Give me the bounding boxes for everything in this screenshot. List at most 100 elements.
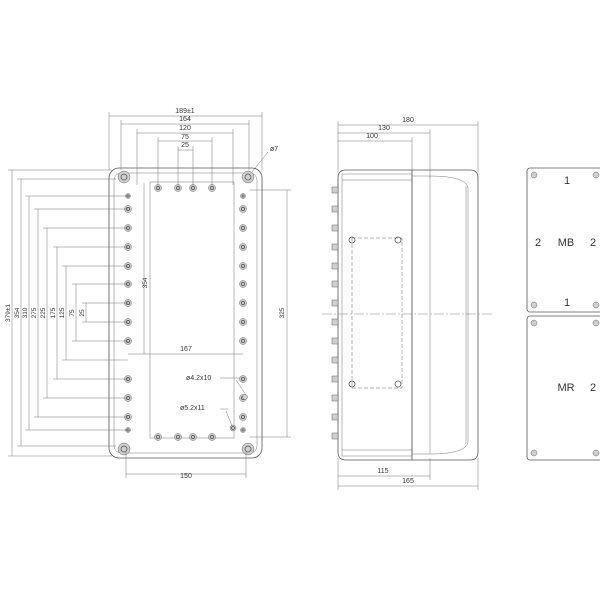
hole-diameter-label: ø7: [270, 146, 278, 153]
knockout-hole: [154, 184, 162, 192]
knockout-hole-center: [241, 428, 245, 432]
side-knockout: [331, 318, 339, 326]
dim-top-1: 189±1: [175, 108, 195, 115]
knockout-hole: [239, 262, 247, 270]
knockout-hole: [174, 433, 182, 441]
side-view: 180 130 100 115 165: [322, 117, 492, 490]
knockout-hole: [239, 243, 247, 251]
knockout-hole-center: [176, 186, 180, 190]
hole-label-1: ø4.2x10: [186, 375, 211, 382]
front-outer-body: [108, 167, 263, 459]
knockout-hole-center: [241, 207, 245, 211]
corner-screws: [117, 170, 255, 456]
mounting-plate-outline: [351, 237, 403, 389]
side-dim-top-3: 100: [366, 133, 378, 140]
knockout-hole-center: [241, 194, 245, 198]
knockout-hole: [208, 433, 216, 441]
dim-top-2: 164: [179, 116, 191, 123]
lid-top-number: 1: [564, 175, 570, 187]
knockout-hole-center: [241, 301, 245, 305]
lid-mr-right: 2: [590, 382, 596, 394]
dim-left-2: 354: [14, 307, 21, 318]
knockout-hole: [240, 427, 246, 433]
lid-mb-label: MB: [558, 237, 575, 249]
knockout-hole: [239, 280, 247, 288]
side-knockout: [331, 205, 339, 213]
knockout-hole-center: [210, 186, 214, 190]
dim-left-1: 379±1: [5, 304, 12, 322]
dim-left-7: 125: [59, 307, 66, 318]
dim-top-4: 75: [181, 134, 189, 141]
mounting-corner-marks: [348, 236, 402, 388]
front-view: 189±1 164 120 75 25 ø7 379±1: [5, 108, 291, 480]
side-knockout: [331, 186, 339, 194]
knockout-hole: [189, 184, 197, 192]
mounting-corner-mark: [348, 380, 356, 388]
dim-inner-height: 354: [142, 277, 149, 288]
knockout-hole-center: [176, 435, 180, 439]
knockout-hole: [239, 375, 247, 383]
knockout-hole-center: [241, 415, 245, 419]
knockout-hole: [239, 299, 247, 307]
lid-view: 1 MB 2 2 1 MR 2: [526, 167, 600, 461]
side-knockout: [331, 356, 339, 364]
knockout-hole-center: [241, 264, 245, 268]
dim-inner-width: 167: [180, 346, 192, 353]
side-knockout: [331, 394, 339, 402]
knockout-hole: [239, 337, 247, 345]
knockout-hole-center: [241, 282, 245, 286]
side-knockout: [331, 224, 339, 232]
lid-mr-label: MR: [557, 382, 574, 394]
knockout-hole: [239, 224, 247, 232]
knockout-hole-center: [241, 320, 245, 324]
dim-left-4: 275: [31, 307, 38, 318]
knockout-hole: [239, 318, 247, 326]
lid-middle-number: 1: [564, 297, 570, 309]
side-dim-top-2: 130: [378, 125, 390, 132]
front-inner-panel: [149, 181, 235, 439]
dim-bottom: 150: [180, 473, 192, 480]
side-dim-bottom-2: 165: [402, 478, 414, 485]
front-top-dimensions: 189±1 164 120 75 25: [108, 108, 263, 185]
knockout-hole: [208, 184, 216, 192]
dim-right: 325: [279, 307, 286, 318]
knockout-hole-center: [241, 245, 245, 249]
side-knockout: [331, 243, 339, 251]
side-dim-top-1: 180: [402, 117, 414, 124]
side-body-outline: [337, 169, 479, 461]
side-dim-bottom-1: 115: [377, 468, 388, 475]
lid-top-panel: [526, 167, 600, 313]
knockout-hole: [239, 413, 247, 421]
dim-left-9: 25: [79, 309, 86, 317]
lid-mb-left: 2: [535, 237, 541, 249]
side-knockout: [331, 432, 339, 440]
knockout-hole-center: [241, 377, 245, 381]
side-knockout: [331, 299, 339, 307]
knockout-hole: [239, 205, 247, 213]
lid-mb-right: 2: [590, 237, 596, 249]
knockout-hole-center: [191, 186, 195, 190]
side-knockout: [331, 413, 339, 421]
hole-label-2: ø5.2x11: [180, 405, 205, 412]
side-knockout: [331, 262, 339, 270]
front-left-dimensions: 379±1 354 310 275 225 175 125: [5, 169, 128, 457]
knockout-hole: [154, 433, 162, 441]
mounting-corner-mark: [394, 380, 402, 388]
knockout-hole: [189, 433, 197, 441]
knockout-hole: [174, 184, 182, 192]
side-knockout-holes: [331, 186, 339, 440]
front-inner-body: [113, 172, 258, 454]
knockout-hole: [240, 193, 246, 199]
lid-bottom-panel: [526, 315, 600, 461]
side-knockout: [331, 280, 339, 288]
knockout-hole-center: [241, 339, 245, 343]
dim-left-8: 75: [69, 309, 76, 317]
dim-top-5: 25: [181, 142, 189, 149]
side-knockout: [331, 375, 339, 383]
knockout-hole-center: [156, 435, 160, 439]
mounting-corner-mark: [348, 236, 356, 244]
knockout-holes: [124, 184, 247, 441]
knockout-hole-center: [210, 435, 214, 439]
dim-left-6: 175: [50, 307, 57, 318]
